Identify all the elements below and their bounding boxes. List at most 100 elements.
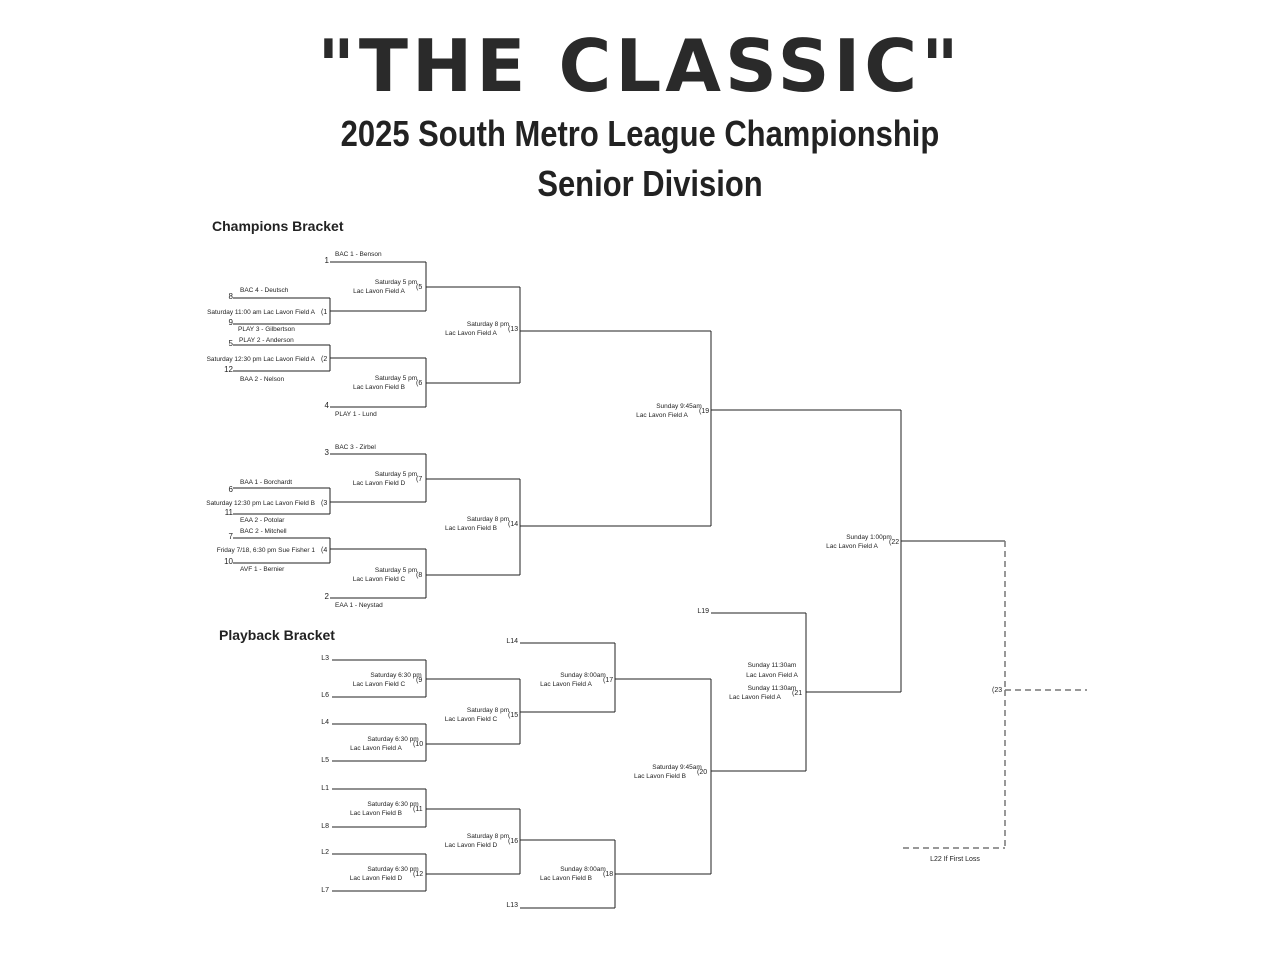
seed-number-2: 2 <box>325 592 330 601</box>
game-field-g19: Lac Lavon Field A <box>636 412 688 419</box>
loser-label-L14: L14 <box>506 638 518 645</box>
game-number-g12: (12 <box>413 871 423 878</box>
seed-team-3: BAC 3 - Zirbel <box>335 444 376 451</box>
game-field-g13: Lac Lavon Field A <box>445 330 497 337</box>
game-time-g22: Sunday 1:00pm <box>846 534 892 541</box>
game-number-g9: (9 <box>416 677 422 684</box>
game-field-g21-top: Lac Lavon Field A <box>746 672 798 679</box>
seed-team-8: BAC 4 - Deutsch <box>240 287 289 294</box>
game-time-g10: Saturday 6:30 pm <box>367 736 418 743</box>
seed-team-9: PLAY 3 - Gilbertson <box>238 326 295 333</box>
game-time-g20: Saturday 9:45am <box>652 764 702 771</box>
loser-label-L1: L1 <box>321 785 329 792</box>
game-number-g18: (18 <box>603 871 613 878</box>
seed-team-6: BAA 1 - Borchardt <box>240 479 292 486</box>
game-field-g11: Lac Lavon Field B <box>350 810 402 817</box>
game-field-g17: Lac Lavon Field A <box>540 681 592 688</box>
seed-number-1: 1 <box>325 256 330 265</box>
game-time-g18: Sunday 8:00am <box>560 866 606 873</box>
game-field-g15: Lac Lavon Field C <box>445 716 498 723</box>
seed-number-3: 3 <box>325 448 330 457</box>
game-time-g17: Sunday 8:00am <box>560 672 606 679</box>
game-number-g20: (20 <box>697 769 707 776</box>
game-number-g6: (6 <box>416 380 422 387</box>
if-first-loss-note: L22 If First Loss <box>930 856 980 863</box>
loser-label-L2: L2 <box>321 849 329 856</box>
game-number-g3: (3 <box>321 500 327 507</box>
game-time-g8: Saturday 5 pm <box>375 567 417 574</box>
game-number-g2: (2 <box>321 356 327 363</box>
game-time-g16: Saturday 8 pm <box>467 833 509 840</box>
seed-team-5: PLAY 2 - Anderson <box>239 337 294 344</box>
seed-team-4: PLAY 1 - Lund <box>335 411 377 418</box>
subtitle-championship: 2025 South Metro League Championship <box>340 113 940 154</box>
seed-team-11: EAA 2 - Potolar <box>240 517 285 524</box>
game-field-g21: Lac Lavon Field A <box>729 694 781 701</box>
seed-number-9: 9 <box>229 318 234 327</box>
game-field-g20: Lac Lavon Field B <box>634 773 686 780</box>
game-field-g22: Lac Lavon Field A <box>826 543 878 550</box>
game-field-g18: Lac Lavon Field B <box>540 875 592 882</box>
subtitle-division: Senior Division <box>537 163 763 204</box>
playback-bracket-label: Playback Bracket <box>219 627 335 643</box>
game-time-g9: Saturday 6:30 pm <box>370 672 421 679</box>
game-number-g17: (17 <box>603 677 613 684</box>
game-time-g21: Sunday 11:30am <box>748 685 797 692</box>
game-field-g14: Lac Lavon Field B <box>445 525 497 532</box>
loser-label-L7: L7 <box>321 887 329 894</box>
game-time-g12: Saturday 6:30 pm <box>367 866 418 873</box>
game-number-g23: (23 <box>992 687 1002 694</box>
seed-team-2: EAA 1 - Neystad <box>335 602 383 609</box>
game-time-g21-top: Sunday 11:30am <box>748 662 797 669</box>
loser-label-L3: L3 <box>321 655 329 662</box>
game-number-g15: (15 <box>508 712 518 719</box>
seed-number-4: 4 <box>325 401 330 410</box>
game-schedule-g4: Friday 7/18, 6:30 pm Sue Fisher 1 <box>217 547 316 554</box>
loser-label-L19: L19 <box>697 608 709 615</box>
game-time-g15: Saturday 8 pm <box>467 707 509 714</box>
game-number-g21: (21 <box>792 690 802 697</box>
seed-team-7: BAC 2 - Mitchell <box>240 528 287 535</box>
loser-label-L5: L5 <box>321 757 329 764</box>
loser-label-L4: L4 <box>321 719 329 726</box>
game-number-g7: (7 <box>416 476 422 483</box>
game-schedule-g1: Saturday 11:00 am Lac Lavon Field A <box>207 309 316 316</box>
seed-number-10: 10 <box>224 557 233 566</box>
game-schedule-g2: Saturday 12:30 pm Lac Lavon Field A <box>207 356 316 363</box>
seed-number-6: 6 <box>229 485 234 494</box>
seed-number-8: 8 <box>229 292 234 301</box>
seed-team-10: AVF 1 - Bernier <box>240 566 285 573</box>
game-number-g16: (16 <box>508 838 518 845</box>
game-number-g19: (19 <box>699 408 709 415</box>
main-title: "THE CLASSIC" <box>317 24 963 108</box>
game-time-g19: Sunday 9:45am <box>656 403 702 410</box>
loser-label-L8: L8 <box>321 823 329 830</box>
game-number-g1: (1 <box>321 309 327 316</box>
game-time-g11: Saturday 6:30 pm <box>367 801 418 808</box>
game-field-g9: Lac Lavon Field C <box>353 681 406 688</box>
seed-number-7: 7 <box>229 532 234 541</box>
game-schedule-g3: Saturday 12:30 pm Lac Lavon Field B <box>206 500 315 507</box>
game-field-g7: Lac Lavon Field D <box>353 480 406 487</box>
game-field-g8: Lac Lavon Field C <box>353 576 406 583</box>
game-number-g5: (5 <box>416 284 422 291</box>
game-number-g14: (14 <box>508 521 518 528</box>
game-field-g12: Lac Lavon Field D <box>350 875 403 882</box>
seed-team-12: BAA 2 - Nelson <box>240 376 284 383</box>
game-time-g13: Saturday 8 pm <box>467 321 509 328</box>
game-time-g5: Saturday 5 pm <box>375 279 417 286</box>
game-number-g11: (11 <box>413 806 423 813</box>
game-number-g22: (22 <box>889 539 899 546</box>
game-field-g5: Lac Lavon Field A <box>353 288 405 295</box>
champions-bracket-label: Champions Bracket <box>212 218 344 234</box>
seed-team-1: BAC 1 - Benson <box>335 251 382 258</box>
seed-number-5: 5 <box>229 339 234 348</box>
game-number-g4: (4 <box>321 547 327 554</box>
game-time-g14: Saturday 8 pm <box>467 516 509 523</box>
game-number-g10: (10 <box>413 741 423 748</box>
game-field-g6: Lac Lavon Field B <box>353 384 405 391</box>
game-number-g8: (8 <box>416 572 422 579</box>
loser-label-L13: L13 <box>506 902 518 909</box>
game-time-g7: Saturday 5 pm <box>375 471 417 478</box>
